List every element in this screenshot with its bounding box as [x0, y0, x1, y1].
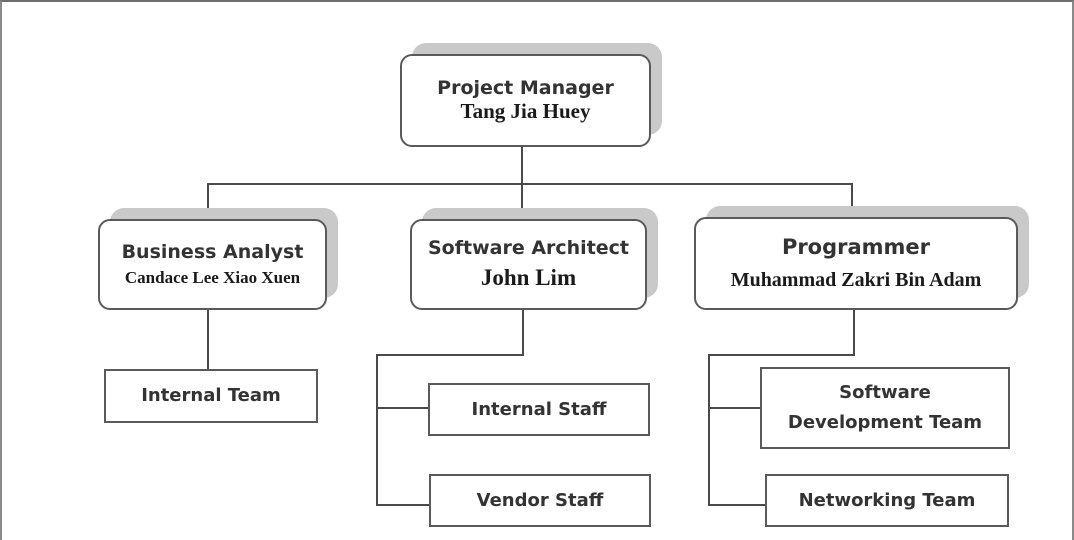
node-business-analyst: Business Analyst Candace Lee Xiao Xuen [98, 219, 327, 310]
connector-to-internal-staff [376, 407, 429, 409]
node-project-manager: Project Manager Tang Jia Huey [400, 54, 651, 147]
connector-to-software-dev-team [708, 407, 761, 409]
connector-architect-bar [376, 354, 524, 356]
networking-team-label: Networking Team [798, 489, 976, 511]
analyst-role: Business Analyst [121, 240, 304, 263]
internal-staff-label: Internal Staff [471, 398, 607, 420]
analyst-name: Candace Lee Xiao Xuen [124, 267, 301, 287]
node-internal-team: Internal Team [104, 369, 318, 423]
architect-name: John Lim [480, 265, 577, 291]
software-dev-team-line2: Development Team [787, 412, 983, 433]
node-internal-staff: Internal Staff [428, 383, 650, 436]
software-dev-team-line1: Software [839, 382, 931, 404]
architect-role: Software Architect [427, 237, 630, 260]
connector-to-programmer [851, 183, 853, 221]
programmer-name: Muhammad Zakri Bin Adam [730, 269, 982, 292]
programmer-role: Programmer [781, 234, 931, 259]
connector-analyst-down [207, 309, 209, 371]
connector-programmer-spine [708, 354, 710, 506]
connector-programmer-bar [708, 354, 855, 356]
connector-to-architect [521, 183, 523, 221]
connector-architect-down [522, 309, 524, 356]
manager-role: Project Manager [437, 76, 614, 99]
internal-team-label: Internal Team [141, 385, 281, 407]
connector-architect-spine [376, 354, 378, 506]
connector-to-analyst [207, 183, 209, 221]
connector-top-bar [207, 183, 853, 185]
connector-manager-down [521, 145, 523, 185]
node-vendor-staff: Vendor Staff [429, 474, 651, 527]
connector-programmer-down [853, 309, 855, 356]
node-software-architect: Software Architect John Lim [410, 219, 647, 310]
node-software-development-team: Software Development Team [760, 367, 1010, 449]
vendor-staff-label: Vendor Staff [476, 489, 604, 511]
node-programmer: Programmer Muhammad Zakri Bin Adam [694, 217, 1018, 310]
connector-to-networking-team [708, 504, 766, 506]
manager-name: Tang Jia Huey [460, 99, 591, 124]
connector-to-vendor-staff [376, 504, 430, 506]
node-networking-team: Networking Team [765, 474, 1009, 527]
